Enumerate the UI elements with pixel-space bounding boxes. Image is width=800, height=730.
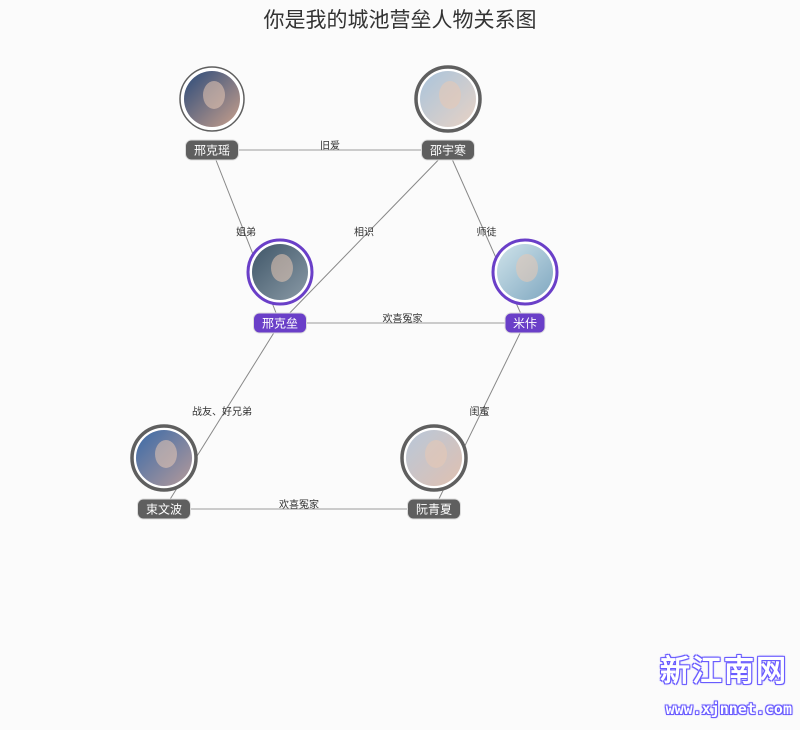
- node-label-bg: [504, 312, 546, 334]
- diagram-title: 你是我的城池营垒人物关系图: [263, 8, 537, 32]
- edge-label: 欢喜冤家: [383, 312, 423, 325]
- edge-label: 战友、好兄弟: [192, 405, 252, 418]
- edge-syh-xkl: [279, 149, 449, 324]
- node-label: 米佧: [513, 317, 537, 331]
- node-label-bg: [137, 498, 191, 520]
- avatar-face: [439, 81, 461, 109]
- watermark-logo: 新江南网: [660, 654, 788, 689]
- node-label: 邵宇寒: [430, 143, 466, 158]
- node-label: 束文波: [146, 502, 182, 517]
- edge-label: 相识: [354, 226, 374, 239]
- avatar-face: [271, 254, 293, 282]
- edge-label: 姐弟: [236, 226, 256, 239]
- node-label-bg: [253, 312, 307, 334]
- node-label: 邢克垒: [262, 317, 298, 331]
- node-xky[interactable]: 邢克瑶: [179, 66, 245, 161]
- node-swb[interactable]: 束文波: [130, 424, 198, 520]
- edge-label: 欢喜冤家: [279, 498, 319, 511]
- watermark-url: www.xjnnet.com: [665, 700, 792, 718]
- edge-label: 旧爱: [320, 139, 340, 152]
- node-mj[interactable]: 米佧: [491, 238, 559, 334]
- node-label: 邢克瑶: [194, 144, 230, 158]
- node-syh[interactable]: 邵宇寒: [414, 65, 482, 161]
- avatar-face: [155, 440, 177, 468]
- node-rqx[interactable]: 阮青夏: [400, 424, 468, 520]
- avatar-face: [516, 254, 538, 282]
- edge-label: 闺蜜: [470, 405, 490, 418]
- node-label-bg: [185, 139, 239, 161]
- edge-label: 师徒: [477, 226, 497, 239]
- avatar-face: [425, 440, 447, 468]
- avatar-face: [203, 81, 225, 109]
- node-label-bg: [421, 139, 475, 161]
- node-label: 阮青夏: [416, 503, 452, 517]
- node-xkl[interactable]: 邢克垒: [246, 238, 314, 334]
- node-label-bg: [407, 498, 461, 520]
